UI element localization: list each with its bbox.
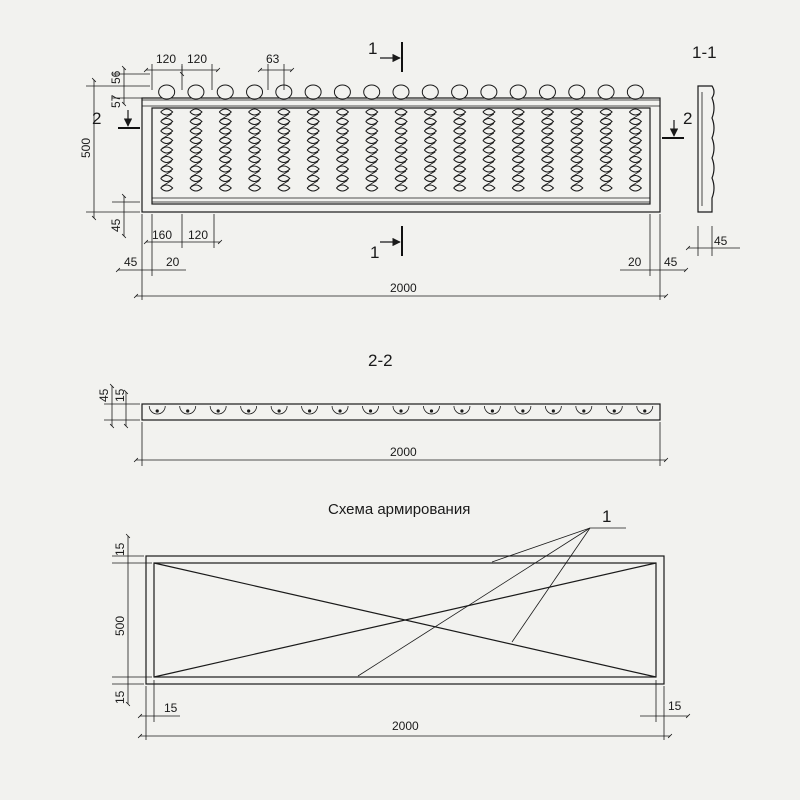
dim-total-2000: 2000 <box>390 281 417 295</box>
balusters-group <box>158 84 644 192</box>
dim-r-15-top: 15 <box>113 542 127 556</box>
dim-bot-45-left: 45 <box>124 255 138 269</box>
dim-left-57: 57 <box>109 94 123 108</box>
dim-bot-45-right: 45 <box>664 255 678 269</box>
reinforcement-title: Схема армирования <box>328 501 470 518</box>
cut-1-label-bottom: 1 <box>370 243 379 262</box>
dim-side-45: 45 <box>714 234 728 248</box>
strip-hole <box>544 405 562 415</box>
baluster <box>216 84 234 192</box>
section-cut-2-left: 2 <box>92 109 140 129</box>
bottom-dimensions: 160 120 45 20 20 45 2000 <box>115 214 689 300</box>
section-2-2-label: 2-2 <box>368 351 393 370</box>
strip-hole <box>605 405 623 415</box>
strip-hole <box>301 405 318 415</box>
dim-r-500: 500 <box>113 616 127 636</box>
strip-hole <box>453 405 471 415</box>
dim-r-15-bottom: 15 <box>113 690 127 704</box>
dim-bot-160: 160 <box>152 228 172 242</box>
strip-hole <box>362 405 379 415</box>
callout-1: 1 <box>357 507 626 677</box>
baluster <box>451 84 469 192</box>
dim-s22-15: 15 <box>113 388 127 402</box>
strip-hole <box>423 405 440 415</box>
dim-top-120a: 120 <box>156 52 176 66</box>
strip-hole <box>240 405 258 415</box>
baluster <box>246 84 264 192</box>
inner-frame <box>151 107 651 205</box>
dim-bot-120: 120 <box>188 228 208 242</box>
baluster <box>568 84 586 192</box>
strip-outline <box>141 403 661 421</box>
baluster <box>275 84 293 192</box>
section-cut-1-top: 1 <box>368 39 403 72</box>
dim-s22-45: 45 <box>97 388 111 402</box>
left-dimensions: 500 56 57 45 <box>79 65 150 239</box>
section-2-2-view: 2-2 45 15 2000 <box>97 351 669 466</box>
reinforcement-scheme: Схема армирования 1 15 500 15 15 15 <box>112 501 691 740</box>
side-profile: 45 <box>685 85 740 256</box>
baluster <box>538 84 556 192</box>
strip-hole <box>331 405 349 415</box>
strip-holes-group <box>148 405 654 415</box>
callout-1-label: 1 <box>602 507 611 526</box>
strip-hole <box>209 405 227 415</box>
dim-left-45: 45 <box>109 218 123 232</box>
reinf-inner-rect <box>153 562 657 678</box>
baluster <box>626 84 644 192</box>
dim-s22-2000: 2000 <box>390 445 417 459</box>
baluster <box>509 84 527 192</box>
strip-hole <box>484 405 501 415</box>
dim-left-56: 56 <box>109 70 123 84</box>
dim-r-15-left: 15 <box>164 701 178 715</box>
dim-top-120b: 120 <box>187 52 207 66</box>
strip-hole <box>179 405 197 415</box>
strip-hole <box>148 405 166 415</box>
dim-left-500: 500 <box>79 138 93 158</box>
strip-hole <box>270 405 288 415</box>
baluster <box>333 84 351 192</box>
reinf-outer-rect <box>145 555 665 685</box>
strip-hole <box>514 405 532 415</box>
top-dimensions: 120 120 63 <box>143 52 295 90</box>
dim-bot-20-left: 20 <box>166 255 180 269</box>
baluster <box>421 84 439 192</box>
baluster <box>304 84 322 192</box>
strip-hole <box>575 405 593 415</box>
dim-r-2000: 2000 <box>392 719 419 733</box>
dim-top-63: 63 <box>266 52 280 66</box>
cut-1-label-top: 1 <box>368 39 377 58</box>
dim-r-15-right: 15 <box>668 699 682 713</box>
baluster <box>597 84 615 192</box>
section-cut-2-right: 2 <box>662 109 692 139</box>
cut-2-label-left: 2 <box>92 109 101 128</box>
baluster <box>363 84 381 192</box>
strip-hole <box>636 405 654 415</box>
baluster <box>392 84 410 192</box>
elevation-view: 1 1 2 2 1-1 45 <box>79 39 740 300</box>
section-cut-1-bottom: 1 <box>370 226 403 262</box>
cut-2-label-right: 2 <box>683 109 692 128</box>
baluster <box>158 84 176 192</box>
dim-bot-20-right: 20 <box>628 255 642 269</box>
section-1-1-label: 1-1 <box>692 43 717 62</box>
strip-hole <box>392 405 410 415</box>
baluster <box>187 84 205 192</box>
baluster <box>480 84 498 192</box>
